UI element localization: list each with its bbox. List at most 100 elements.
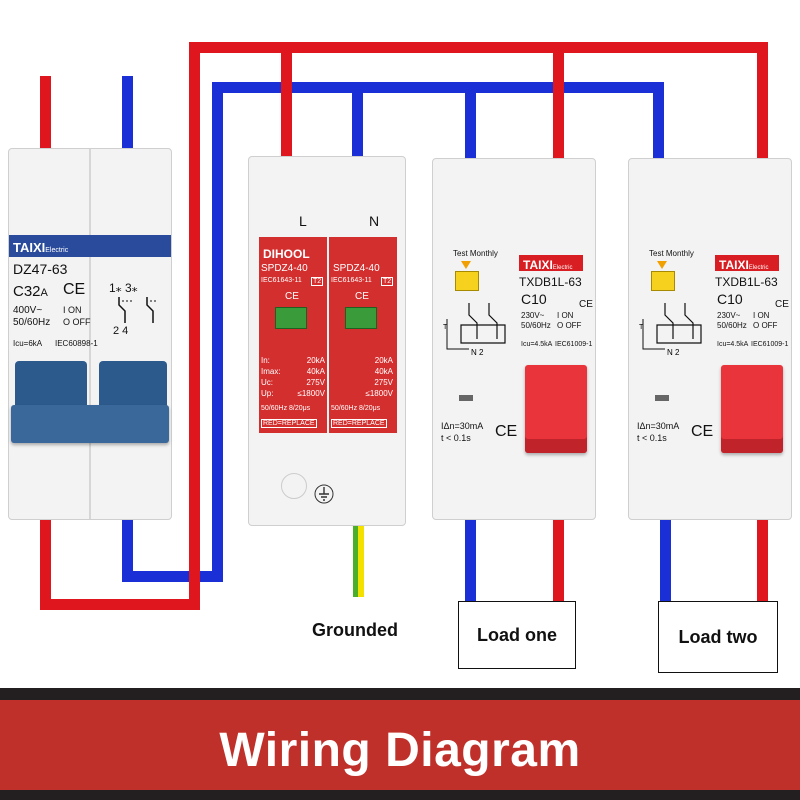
spd-indicator-right	[345, 307, 377, 329]
rcbo-2-ce-mark: CE	[775, 299, 789, 310]
spd-module-right	[329, 237, 397, 433]
rcbo-2-ce-large: CE	[691, 423, 714, 440]
mcb-ce-mark: CE	[63, 281, 86, 298]
rcbo-1-ce-large: CE	[495, 423, 518, 440]
rcbo-1-test-arrow	[461, 261, 471, 269]
banner-bottom-stripe	[0, 790, 800, 800]
spd-wave-left: 50/60Hz 8/20μs	[261, 405, 311, 412]
grounded-label: Grounded	[312, 620, 398, 640]
load-two-box: Load two	[658, 601, 778, 673]
spd-indicator-left	[275, 307, 307, 329]
rcbo-1-rating: C10	[521, 291, 547, 307]
spd-spec-keys: In:Imax:Uc:Up:	[261, 356, 281, 398]
spd-model-right: SPDZ4-40	[333, 263, 380, 274]
svg-text:N 2: N 2	[471, 348, 484, 357]
title-banner: Wiring Diagram	[0, 700, 800, 800]
mcb-pole-marks: 1⁎ 3⁎	[109, 281, 138, 295]
rcbo-1-standard: IEC61009-1	[555, 341, 593, 348]
spd-terminal-n: N	[369, 213, 380, 229]
mcb-standard: IEC60898-1	[55, 339, 98, 348]
rcbo-2-idn: IΔn=30mA	[637, 421, 680, 431]
earth-wire	[353, 505, 364, 597]
rcbo-2-test-label: Test Monthly	[649, 249, 694, 258]
mcb-pole-marks-bottom: 2 4	[113, 325, 129, 337]
rcbo-breaker-2: Test Monthly TAIXIElectric TXDB1L-63 C10…	[628, 158, 792, 520]
spd-model-left: SPDZ4-40	[261, 263, 308, 274]
ground-symbol-icon	[314, 484, 334, 504]
spd-class-left: T2	[311, 277, 324, 286]
mcb-brand-strip	[9, 235, 171, 257]
rcbo-2-brand: TAIXIElectric	[719, 258, 769, 272]
rcbo-1-time: t < 0.1s	[441, 433, 471, 443]
mcb-pole-divider	[89, 149, 91, 519]
rcbo-1-model: TXDB1L-63	[519, 275, 582, 289]
spd-din-clip	[281, 473, 307, 499]
rcbo-2-brand-box	[715, 255, 779, 271]
spd-class-right: T2	[381, 277, 394, 286]
rcbo-2-time: t < 0.1s	[637, 433, 667, 443]
mcb-model: DZ47-63	[13, 261, 68, 277]
mcb-handle-bar[interactable]	[11, 405, 169, 443]
rcbo-2-handle[interactable]	[721, 365, 783, 453]
rcbo-1-voltage: 230V~	[521, 311, 545, 320]
rcbo-1-handle[interactable]	[525, 365, 587, 453]
spd-standard-right: IEC61643-11	[331, 277, 372, 284]
rcbo-1-ce-mark: CE	[579, 299, 593, 310]
rcbo-1-icu: Icu=4.5kA	[521, 341, 553, 348]
svg-text:T: T	[639, 324, 644, 331]
mcb-frequency: 50/60Hz	[13, 317, 51, 328]
svg-text:T: T	[443, 324, 448, 331]
spd-replace-left: RED=REPLACE	[261, 419, 317, 428]
banner-top-stripe	[0, 688, 800, 700]
neutral-wire	[122, 76, 671, 602]
rcbo-1-window	[459, 395, 473, 401]
rcbo-breaker-1: Test Monthly TAIXIElectric TXDB1L-63 C10…	[432, 158, 596, 520]
rcbo-2-model: TXDB1L-63	[715, 275, 778, 289]
mcb-breaker: TAIXIElectric DZ47-63 C32A CE 1⁎ 3⁎ 2 4 …	[8, 148, 172, 520]
rcbo-1-test-button[interactable]	[455, 271, 479, 291]
rcbo-1-on-label: I ON	[557, 311, 574, 320]
rcbo-1-idn: IΔn=30mA	[441, 421, 484, 431]
spd-module-left	[259, 237, 327, 433]
spd-ce-right: CE	[355, 291, 369, 302]
spd-standard-left: IEC61643-11	[261, 277, 302, 284]
spd-replace-right: RED=REPLACE	[331, 419, 387, 428]
rcbo-1-off-label: O OFF	[557, 321, 582, 330]
rcbo-2-test-button[interactable]	[651, 271, 675, 291]
svg-text:N 2: N 2	[667, 348, 680, 357]
mcb-rating: C32A	[13, 283, 48, 300]
spd-surge-protector: L N DIHOOL SPDZ4-40 SPDZ4-40 IEC61643-11…	[248, 156, 406, 526]
rcbo-2-off-label: O OFF	[753, 321, 778, 330]
live-wire	[40, 42, 768, 610]
spd-brand: DIHOOL	[263, 247, 310, 261]
rcbo-2-on-label: I ON	[753, 311, 770, 320]
rcbo-1-circuit-symbol: T N 2	[443, 303, 506, 357]
rcbo-2-window	[655, 395, 669, 401]
spd-ce-left: CE	[285, 291, 299, 302]
load-two-label: Load two	[678, 626, 758, 647]
load-one-box: Load one	[458, 601, 576, 669]
rcbo-1-brand-box	[519, 255, 583, 271]
mcb-voltage: 400V~	[13, 305, 43, 316]
spd-terminal-l: L	[299, 213, 307, 229]
mcb-on-label: I ON	[63, 305, 82, 315]
mcb-off-label: O OFF	[63, 317, 91, 327]
rcbo-1-brand: TAIXIElectric	[523, 258, 573, 272]
rcbo-2-circuit-symbol: T N 2	[639, 303, 702, 357]
page-title: Wiring Diagram	[219, 723, 581, 777]
rcbo-2-rating: C10	[717, 291, 743, 307]
rcbo-2-test-arrow	[657, 261, 667, 269]
load-one-label: Load one	[477, 624, 557, 645]
mcb-icu: Icu=6kA	[13, 339, 43, 348]
rcbo-2-icu: Icu=4.5kA	[717, 341, 749, 348]
mcb-pole-symbol	[118, 297, 156, 323]
rcbo-2-standard: IEC61009-1	[751, 341, 789, 348]
rcbo-1-test-label: Test Monthly	[453, 249, 498, 258]
rcbo-2-voltage: 230V~	[717, 311, 741, 320]
rcbo-1-frequency: 50/60Hz	[521, 321, 551, 330]
rcbo-2-frequency: 50/60Hz	[717, 321, 747, 330]
mcb-brand: TAIXIElectric	[13, 240, 69, 255]
